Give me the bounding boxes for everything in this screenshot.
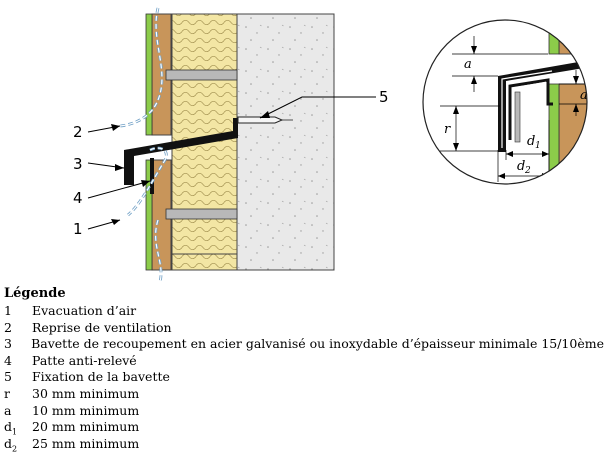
legend-key: 2 bbox=[4, 319, 12, 335]
legend-key: 4 bbox=[4, 352, 12, 368]
legend-key: 3 bbox=[4, 336, 12, 352]
legend-item: a 10 mm minimum bbox=[4, 403, 604, 420]
callout-1: 1 bbox=[73, 220, 83, 238]
legend-item: 4 Patte anti-relevé bbox=[4, 353, 604, 370]
bracket-lower bbox=[165, 208, 238, 220]
rail-lower bbox=[145, 159, 153, 271]
legend-key: d2 bbox=[4, 435, 32, 454]
legend: Légende 1 Evacuation d’air 2 Reprise de … bbox=[4, 285, 604, 454]
legend-key: d1 bbox=[4, 419, 32, 437]
legend-key: 1 bbox=[4, 303, 12, 318]
dim-d1-sub: 1 bbox=[535, 141, 541, 151]
legend-item: 1 Evacuation d’air bbox=[4, 303, 604, 320]
legend-title: Légende bbox=[4, 286, 66, 301]
legend-text: Bavette de recoupement en acier galvanis… bbox=[31, 336, 604, 352]
legend-item: d2 25 mm minimum bbox=[4, 435, 604, 454]
legend-text: 20 mm minimum bbox=[32, 419, 140, 435]
callout-4: 4 bbox=[73, 189, 83, 207]
flashing bbox=[124, 118, 238, 185]
callout-5: 5 bbox=[379, 88, 389, 106]
legend-item: d1 20 mm minimum bbox=[4, 419, 604, 437]
legend-text: Fixation de la bavette bbox=[32, 369, 170, 385]
legend-text: 25 mm minimum bbox=[32, 435, 140, 451]
callout-2: 2 bbox=[73, 123, 83, 141]
callout-3: 3 bbox=[73, 155, 83, 173]
legend-text: 30 mm minimum bbox=[32, 385, 140, 401]
legend-key-main: d bbox=[4, 435, 13, 451]
dim-d2: d bbox=[517, 159, 525, 174]
dim-d1: d bbox=[527, 134, 535, 149]
anti-uplift-tab bbox=[150, 158, 154, 194]
legend-item: 5 Fixation de la bavette bbox=[4, 369, 604, 386]
legend-text: Patte anti-relevé bbox=[32, 352, 137, 368]
insulation-lower bbox=[171, 253, 238, 271]
legend-key: a bbox=[4, 402, 12, 418]
legend-key: r bbox=[4, 385, 10, 401]
legend-key-sub: 2 bbox=[12, 444, 18, 454]
bracket-upper bbox=[165, 69, 238, 81]
legend-item: 2 Reprise de ventilation bbox=[4, 320, 604, 337]
legend-text: Evacuation d’air bbox=[32, 303, 137, 318]
legend-key-sub: 1 bbox=[12, 427, 18, 437]
legend-item: 3 Bavette de recoupement en acier galvan… bbox=[4, 336, 604, 353]
dim-a-upper: a bbox=[464, 57, 472, 72]
legend-text: 10 mm minimum bbox=[32, 402, 140, 418]
detail-view: a a r d 1 d 2 bbox=[422, 19, 588, 185]
legend-key-main: d bbox=[4, 419, 13, 435]
main-section bbox=[119, 7, 335, 283]
facade-section-diagram: 1 2 3 4 5 bbox=[73, 7, 588, 283]
legend-key: 5 bbox=[4, 369, 12, 385]
legend-item: r 30 mm minimum bbox=[4, 386, 604, 403]
concrete-wall bbox=[236, 13, 335, 271]
legend-text: Reprise de ventilation bbox=[32, 319, 172, 335]
dim-r: r bbox=[444, 122, 451, 137]
dim-d2-sub: 2 bbox=[524, 166, 531, 176]
dim-a-right: a bbox=[580, 88, 588, 103]
rail-upper bbox=[145, 13, 153, 136]
